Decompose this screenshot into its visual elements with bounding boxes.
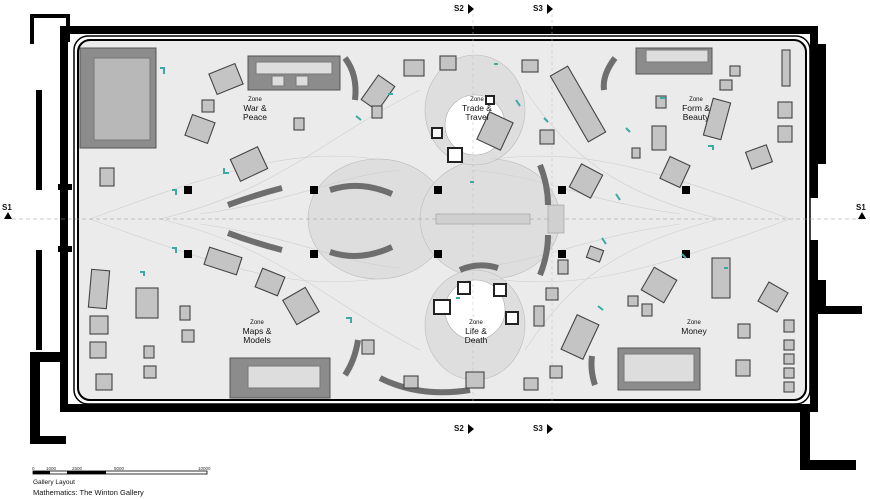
zone-money-kicker: Zone (687, 320, 701, 326)
zone-war-and-peace-kicker: Zone (248, 97, 262, 103)
section-label-s3-top: S3 (533, 4, 543, 13)
caption-subtitle: Gallery Layout (33, 479, 75, 486)
zone-form-and-beauty-name: Form & Beauty (682, 103, 710, 123)
curved-benches (226, 56, 618, 396)
zone-life-and-death-name: Life & Death (464, 326, 488, 346)
section-label-s1-left: S1 (2, 203, 12, 212)
section-label-s3-bottom: S3 (533, 424, 543, 433)
zone-maps-and-models-name: Maps & Models (242, 326, 272, 346)
scale-label-5000: 5000 (114, 466, 125, 471)
scale-label-2500: 2500 (72, 466, 83, 471)
zone-maps-and-models: Zone Maps & Models (236, 320, 278, 345)
zone-life-and-death: Zone Life & Death (458, 320, 494, 345)
zone-form-and-beauty: Zone Form & Beauty (674, 97, 718, 122)
section-label-s2-top: S2 (454, 4, 464, 13)
zone-form-and-beauty-kicker: Zone (689, 97, 703, 103)
zone-life-and-death-kicker: Zone (469, 320, 483, 326)
large-plinths (79, 47, 713, 399)
central-spine (435, 213, 531, 225)
zone-trade-and-travel-kicker: Zone (470, 97, 484, 103)
circle-show-cases (431, 95, 519, 325)
section-label-s1-right: S1 (856, 203, 866, 212)
section-markers (4, 4, 866, 434)
zone-money: Zone Money (676, 320, 712, 336)
caption-title: Mathematics: The Winton Gallery (33, 488, 144, 497)
zone-maps-and-models-kicker: Zone (250, 320, 264, 326)
scale-label-10000: 10000 (198, 466, 211, 471)
scale-label-1000: 1000 (46, 466, 57, 471)
zone-war-and-peace: Zone War & Peace (236, 97, 274, 122)
zone-money-name: Money (681, 326, 707, 337)
zone-war-and-peace-name: War & Peace (242, 103, 268, 123)
zone-trade-and-travel-name: Trade & Travel (462, 103, 492, 123)
scale-bar (32, 470, 208, 475)
black-bollards (58, 184, 690, 258)
section-label-s2-bottom: S2 (454, 424, 464, 433)
teal-markers (140, 63, 728, 323)
scale-label-0: 0 (32, 466, 35, 471)
zone-trade-and-travel: Zone Trade & Travel (458, 97, 496, 122)
display-cases (87, 49, 795, 393)
